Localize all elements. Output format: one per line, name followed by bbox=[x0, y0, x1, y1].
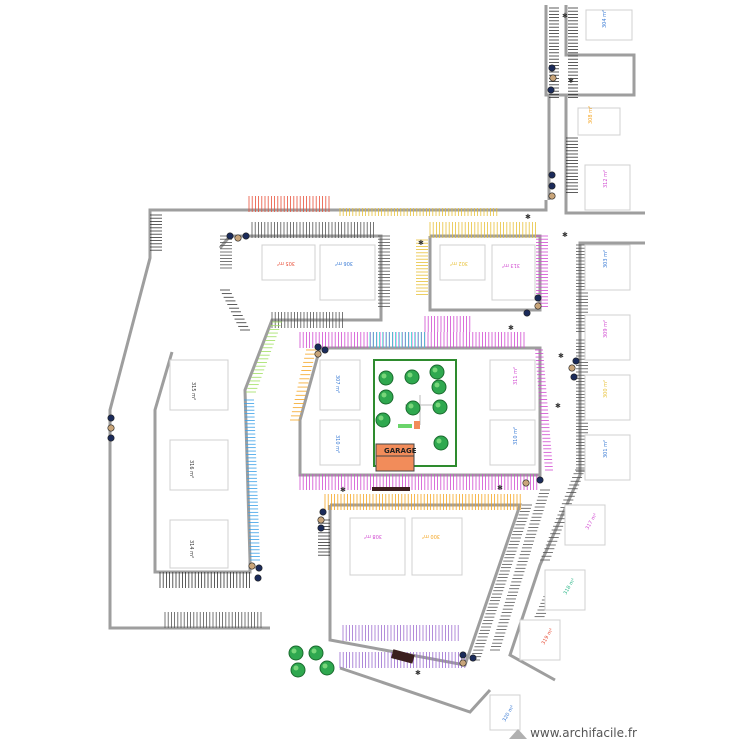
room-label: 307 m² bbox=[334, 375, 340, 393]
marker-icon bbox=[107, 414, 115, 422]
marker-icon bbox=[314, 343, 322, 351]
marker-icon bbox=[107, 424, 115, 432]
star-icon: ✱ bbox=[555, 402, 561, 410]
tree-icon bbox=[308, 645, 324, 661]
tree-icon bbox=[429, 364, 445, 380]
star-icon: ✱ bbox=[508, 324, 514, 332]
marker-icon bbox=[534, 294, 542, 302]
tree-icon bbox=[290, 662, 306, 678]
room-label: 310 m² bbox=[334, 435, 340, 453]
marker-icon bbox=[548, 64, 556, 72]
benches bbox=[372, 487, 415, 664]
room-label: 303 m² bbox=[603, 250, 609, 268]
watermark-text: www.archifacile.fr bbox=[530, 726, 637, 740]
marker-icon bbox=[570, 373, 578, 381]
marker-icon bbox=[547, 86, 555, 94]
marker-icon bbox=[548, 171, 556, 179]
tree-icon bbox=[378, 389, 394, 405]
room-label: 313 m² bbox=[502, 262, 520, 268]
room-label: 309 m² bbox=[603, 320, 609, 338]
room-label: 300 m² bbox=[603, 380, 609, 398]
marker-icon bbox=[317, 516, 325, 524]
room-label: 311 m² bbox=[513, 367, 519, 385]
marker-icon bbox=[319, 508, 327, 516]
room-label: 308 m² bbox=[364, 533, 382, 539]
tree-icon bbox=[288, 645, 304, 661]
room-labels: 304 m² 308 m² 312 m² 305 m² 306 m² 302 m… bbox=[188, 10, 609, 723]
marker-icon bbox=[469, 654, 477, 662]
marker-icon bbox=[317, 524, 325, 532]
room-label: 301 m² bbox=[603, 440, 609, 458]
room-label: 306 m² bbox=[335, 260, 353, 266]
tree-icon bbox=[405, 400, 421, 416]
star-icon: ✱ bbox=[525, 213, 531, 221]
parking-stalls bbox=[150, 7, 588, 668]
marker-icon bbox=[242, 232, 250, 240]
tree-icon bbox=[432, 399, 448, 415]
marker-icon bbox=[548, 182, 556, 190]
tree-icon bbox=[433, 435, 449, 451]
walls bbox=[108, 5, 645, 714]
marker-icon bbox=[523, 309, 531, 317]
marker-icon bbox=[549, 74, 557, 82]
marker-icon bbox=[459, 651, 467, 659]
star-icon: ✱ bbox=[415, 669, 421, 677]
tree-icon bbox=[378, 370, 394, 386]
marker-icon bbox=[226, 232, 234, 240]
marker-icon bbox=[255, 564, 263, 572]
marker-icon bbox=[321, 346, 329, 354]
rooms bbox=[169, 9, 633, 731]
marker-icon bbox=[568, 364, 576, 372]
marker-icon bbox=[572, 357, 580, 365]
star-icon: ✱ bbox=[562, 231, 568, 239]
room-label: 315 m² bbox=[190, 382, 196, 400]
tree-icon bbox=[319, 660, 335, 676]
marker-icon bbox=[107, 434, 115, 442]
room-label: 316 m² bbox=[188, 460, 194, 478]
marker-icon bbox=[459, 659, 467, 667]
marker-icon bbox=[234, 234, 242, 242]
marker-icon bbox=[248, 562, 256, 570]
room-label: 310 m² bbox=[513, 427, 519, 445]
room-label: 314 m² bbox=[188, 540, 194, 558]
tree-icon bbox=[404, 369, 420, 385]
star-icon: ✱ bbox=[562, 12, 568, 20]
marker-icon bbox=[314, 350, 322, 358]
star-icon: ✱ bbox=[568, 77, 574, 85]
room-label: 312 m² bbox=[603, 170, 609, 188]
archifacile-logo-icon bbox=[509, 729, 528, 739]
marker-icon bbox=[548, 192, 556, 200]
room-label: 305 m² bbox=[277, 260, 295, 266]
trees bbox=[288, 364, 449, 678]
archifacile-watermark: www.archifacile.fr bbox=[509, 726, 637, 740]
room-label: 308 m² bbox=[588, 106, 594, 124]
room-label: 302 m² bbox=[450, 260, 468, 266]
star-icon: ✱ bbox=[558, 352, 564, 360]
marker-icon bbox=[534, 302, 542, 310]
markers: ✱ ✱ ✱ ✱ ✱ ✱ ✱ ✱ ✱ ✱ ✱ bbox=[107, 12, 580, 677]
star-icon: ✱ bbox=[497, 484, 503, 492]
marker-icon bbox=[536, 476, 544, 484]
garage-label: GARAGE bbox=[384, 447, 417, 455]
marker-icon bbox=[522, 479, 530, 487]
tree-icon bbox=[431, 379, 447, 395]
room-label: 304 m² bbox=[602, 10, 608, 28]
star-icon: ✱ bbox=[418, 239, 424, 247]
marker-icon bbox=[254, 574, 262, 582]
star-icon: ✱ bbox=[340, 486, 346, 494]
room-label: 300 m² bbox=[422, 533, 440, 539]
tree-icon bbox=[375, 412, 391, 428]
garage: GARAGE bbox=[375, 443, 417, 472]
